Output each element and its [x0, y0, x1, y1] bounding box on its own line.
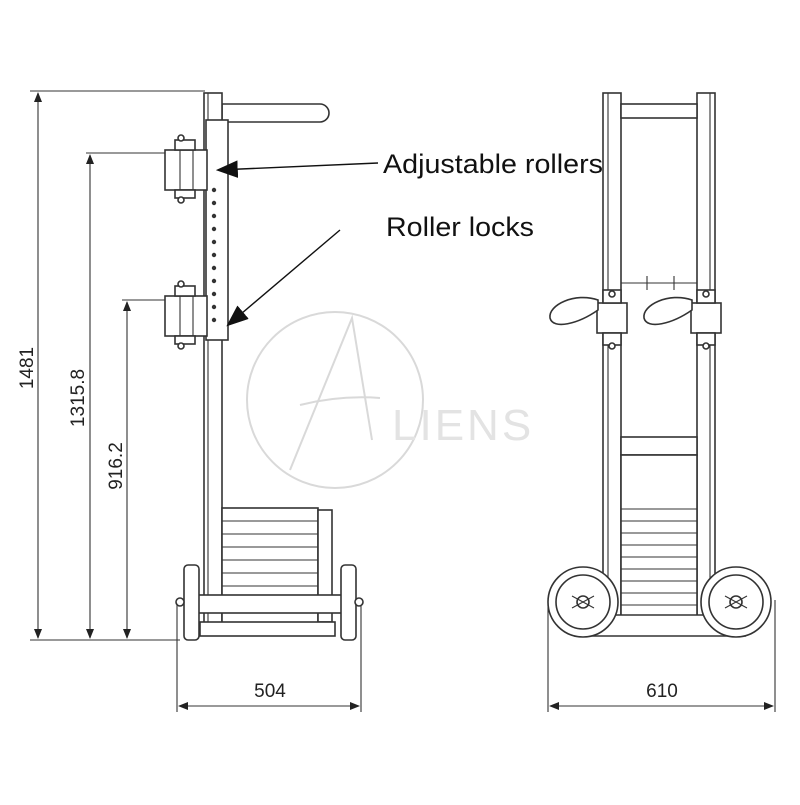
- dimension-lower-roller: 916.2: [106, 299, 168, 639]
- dim-label-1481: 1481: [17, 347, 38, 389]
- front-slatted-panel: [620, 436, 698, 624]
- dim-label-610: 610: [646, 681, 678, 702]
- watermark-text: LIENS: [392, 401, 534, 450]
- dim-label-504: 504: [254, 681, 286, 702]
- rear-wheel-right: [340, 564, 357, 641]
- dimension-side-depth: 504: [176, 600, 362, 712]
- base-plate: [199, 621, 336, 637]
- dimension-front-width: 610: [547, 600, 776, 712]
- dimension-upper-roller: 1315.8: [68, 152, 168, 639]
- label-adjustable-rollers: Adjustable rollers: [383, 149, 603, 179]
- label-roller-locks: Roller locks: [386, 212, 534, 242]
- callout-roller-locks: Roller locks: [226, 212, 534, 327]
- front-wheel-right: [700, 566, 772, 638]
- dim-label-916-2: 916.2: [106, 442, 127, 490]
- upper-roller: [164, 134, 208, 204]
- front-handle: [620, 103, 698, 119]
- rear-wheel-left: [183, 564, 200, 641]
- callout-adjustable-rollers: Adjustable rollers: [215, 149, 603, 179]
- watermark-logo: LIENS: [246, 311, 534, 489]
- axle-housing: [189, 594, 351, 614]
- front-view-trolley: [547, 92, 772, 638]
- adjustment-holes: [211, 187, 217, 323]
- dim-label-1315-8: 1315.8: [68, 369, 89, 427]
- handle-bar: [221, 103, 330, 123]
- front-roller-lock-right: [643, 289, 722, 350]
- side-view-trolley: [164, 92, 364, 641]
- lower-roller: [164, 280, 208, 350]
- front-right-column: [696, 92, 716, 634]
- front-wheel-left: [547, 566, 619, 638]
- front-roller-lock-left: [549, 289, 628, 350]
- dimension-total-height: 1481: [17, 90, 205, 641]
- front-left-column: [602, 92, 622, 634]
